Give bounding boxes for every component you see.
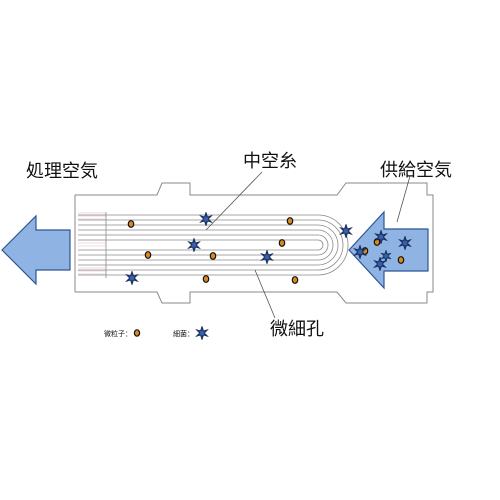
particle-icon bbox=[291, 276, 299, 284]
particle-icon bbox=[278, 239, 286, 247]
bacteria-icon bbox=[195, 326, 209, 340]
bacteria-icon bbox=[260, 250, 274, 264]
outlet-label: 処理空気 bbox=[26, 161, 98, 182]
filter-housing bbox=[74, 182, 434, 304]
bacteria-icon bbox=[125, 271, 139, 285]
leader-lines bbox=[205, 171, 411, 319]
legend-bacteria-label: 細菌： bbox=[173, 329, 194, 338]
inlet-arrow bbox=[348, 210, 429, 290]
particle-icon bbox=[144, 251, 152, 259]
particle-icon bbox=[127, 220, 135, 228]
pores-label: 微細孔 bbox=[270, 319, 324, 340]
legend-particle-label: 微粒子： bbox=[104, 329, 132, 338]
inlet-label: 供給空気 bbox=[380, 160, 452, 181]
particles bbox=[127, 217, 405, 284]
bacteria-icon bbox=[199, 212, 213, 226]
particle-icon bbox=[209, 252, 217, 260]
particle-icon bbox=[133, 329, 141, 337]
legend: 微粒子： 細菌： bbox=[104, 326, 209, 340]
particle-icon bbox=[286, 217, 294, 225]
particle-icon bbox=[397, 256, 405, 264]
particle-icon bbox=[202, 275, 210, 283]
outlet-arrow bbox=[1, 214, 71, 286]
fiber-label: 中空糸 bbox=[243, 151, 297, 172]
hollow-fiber-bundle bbox=[78, 212, 349, 278]
